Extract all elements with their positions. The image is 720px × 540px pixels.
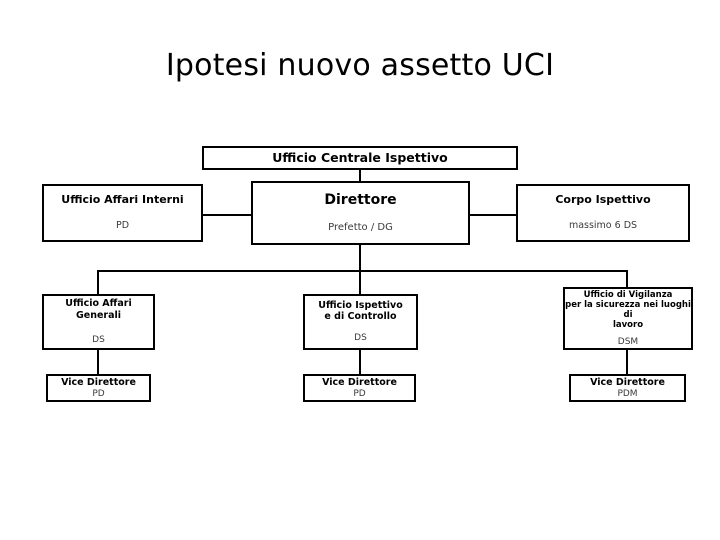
- node-ufficio-ispettivo-e-di-controllo[interactable]: Ufficio Ispettivo e di Controllo DS: [303, 294, 418, 350]
- node-subtitle: PD: [92, 388, 105, 399]
- node-heading-line-2: per la sicurezza nei luoghi di: [565, 299, 691, 320]
- edge-level2-bus: [97, 270, 628, 272]
- edge-vigilanza-to-vice-3: [626, 350, 628, 374]
- edge-direttore-to-affari-interni: [203, 214, 251, 216]
- edge-bus-to-vigilanza: [626, 270, 628, 287]
- node-ufficio-affari-generali[interactable]: Ufficio Affari Generali DS: [42, 294, 155, 350]
- node-vice-direttore-vigilanza[interactable]: Vice Direttore PDM: [569, 374, 686, 402]
- node-heading: Vice Direttore: [322, 376, 397, 388]
- page-title: Ipotesi nuovo assetto UCI: [165, 48, 555, 83]
- node-subtitle: Prefetto / DG: [328, 222, 393, 234]
- node-heading-line-2: e di Controllo: [324, 311, 397, 323]
- node-ufficio-centrale-ispettivo[interactable]: Ufficio Centrale Ispettivo: [202, 146, 518, 170]
- edge-root-to-direttore: [359, 170, 361, 181]
- node-heading: Vice Direttore: [61, 376, 136, 388]
- node-subtitle: PD: [115, 220, 130, 232]
- node-heading-line-1: Ufficio Ispettivo: [318, 299, 403, 311]
- node-vice-direttore-affari-generali[interactable]: Vice Direttore PD: [46, 374, 151, 402]
- node-vice-direttore-ispettivo-controllo[interactable]: Vice Direttore PD: [303, 374, 416, 402]
- edge-bus-to-affari-generali: [97, 270, 99, 294]
- node-heading: Ufficio Affari Generali: [65, 298, 132, 321]
- node-subtitle: DS: [354, 333, 367, 344]
- node-heading: Ufficio Ispettivo e di Controllo: [318, 300, 403, 322]
- edge-direttore-stem-down: [359, 245, 361, 294]
- node-subtitle: DSM: [617, 336, 639, 347]
- edge-affari-generali-to-vice-1: [97, 350, 99, 374]
- node-direttore[interactable]: Direttore Prefetto / DG: [251, 181, 470, 245]
- node-ufficio-affari-interni[interactable]: Ufficio Affari Interni PD: [42, 184, 203, 242]
- node-heading: Ufficio di Vigilanza per la sicurezza ne…: [565, 290, 691, 330]
- node-subtitle: massimo 6 DS: [568, 220, 638, 232]
- node-ufficio-di-vigilanza[interactable]: Ufficio di Vigilanza per la sicurezza ne…: [563, 287, 693, 350]
- node-heading-line-1: Ufficio di Vigilanza: [583, 289, 673, 300]
- node-heading: Ufficio Centrale Ispettivo: [272, 149, 448, 165]
- node-subtitle: PDM: [617, 388, 638, 399]
- node-heading-line-3: lavoro: [612, 319, 644, 330]
- node-subtitle: DS: [92, 334, 105, 345]
- node-heading: Direttore: [324, 191, 397, 208]
- edge-direttore-to-corpo-ispettivo: [470, 214, 516, 216]
- node-heading: Vice Direttore: [590, 376, 665, 388]
- node-heading: Ufficio Affari Interni: [61, 193, 184, 207]
- edge-ispettivo-controllo-to-vice-2: [359, 350, 361, 374]
- node-heading: Corpo Ispettivo: [555, 193, 651, 207]
- node-subtitle: PD: [353, 388, 366, 399]
- node-corpo-ispettivo[interactable]: Corpo Ispettivo massimo 6 DS: [516, 184, 690, 242]
